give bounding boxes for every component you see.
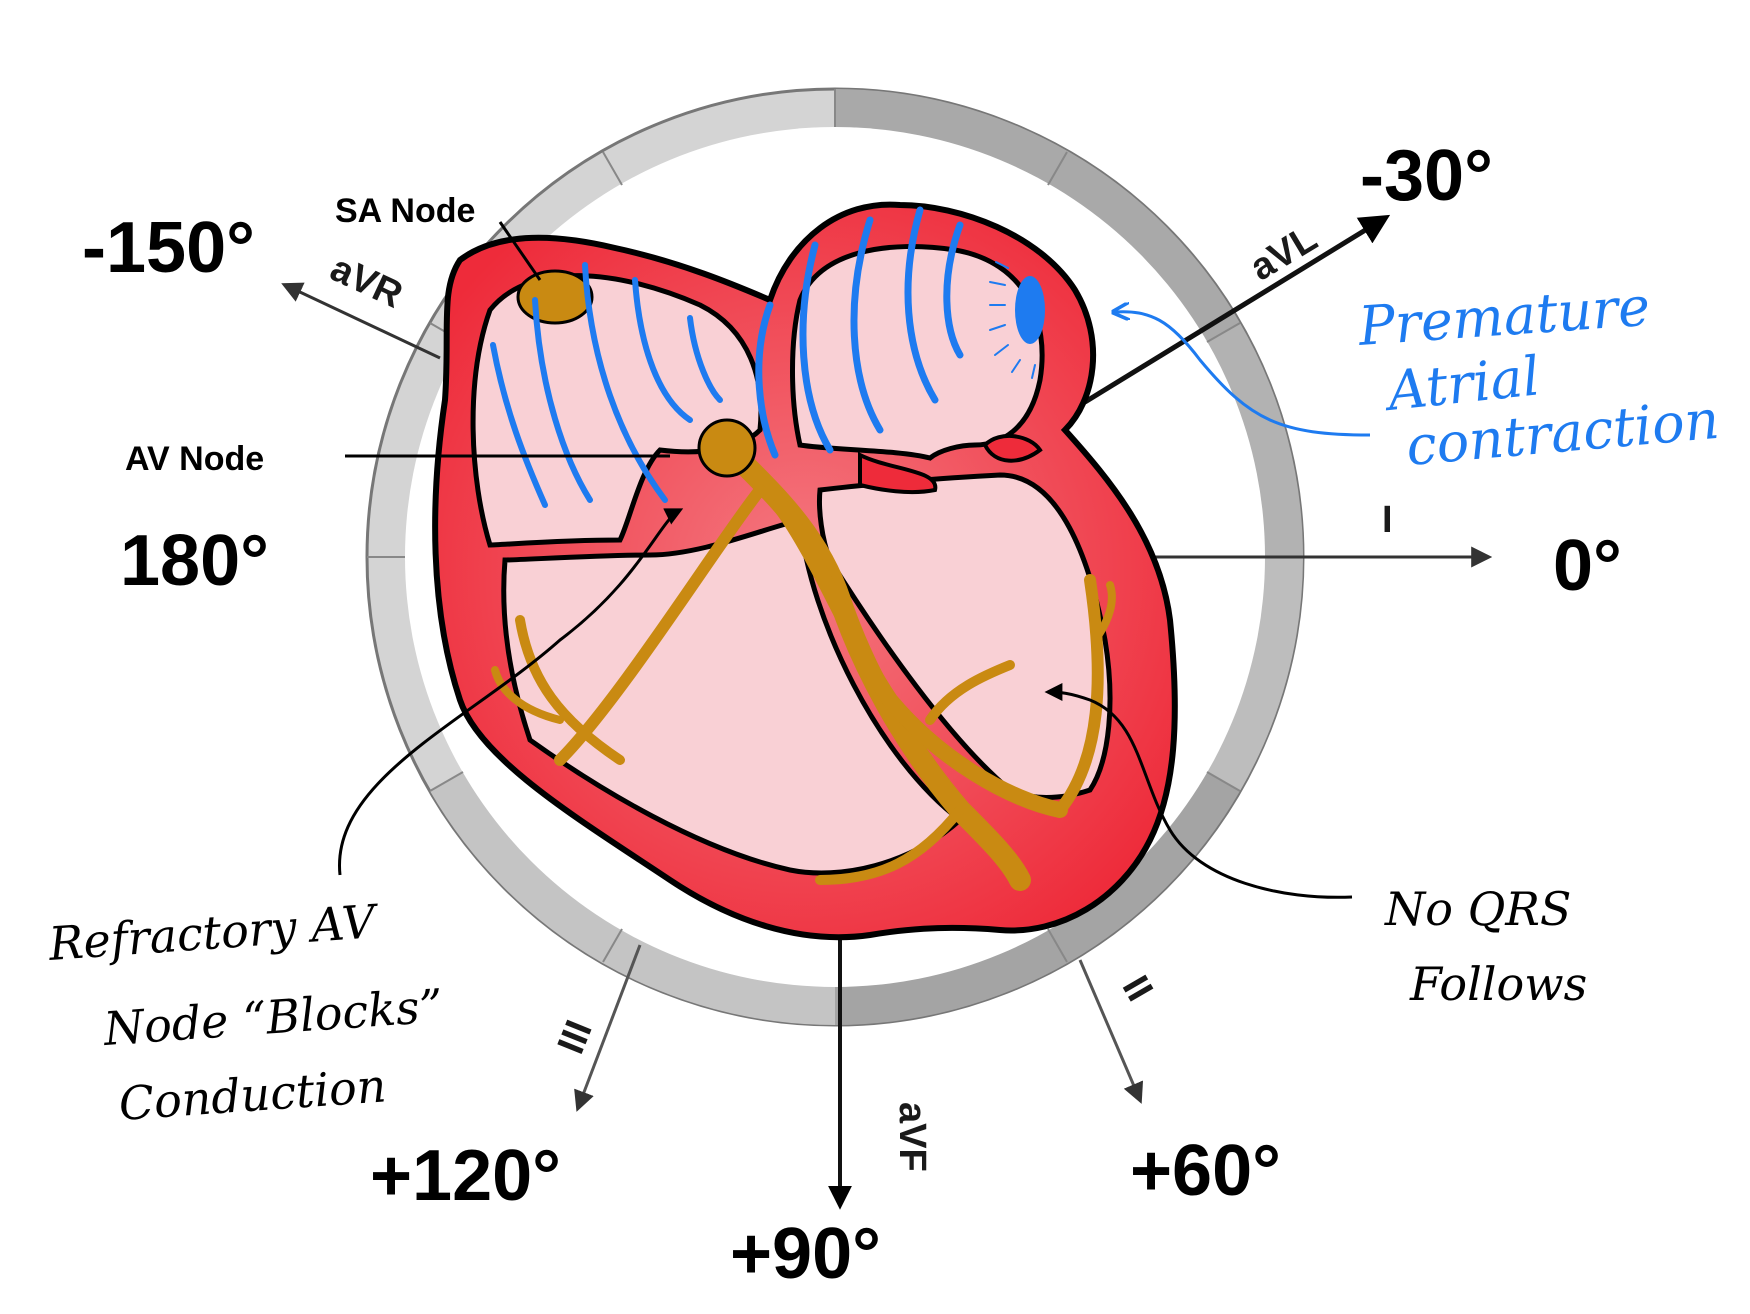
label-minus-30: -30° xyxy=(1360,136,1493,216)
av-node xyxy=(699,420,755,476)
premature-line-1: Premature xyxy=(1356,275,1652,358)
annotation-refractory: Refractory AV Node “Blocks” Conduction xyxy=(46,894,445,1131)
label-sa-node: SA Node xyxy=(335,192,475,230)
label-plus-90: +90° xyxy=(730,1214,881,1294)
refractory-line-1: Refractory AV xyxy=(46,894,382,971)
label-minus-150: -150° xyxy=(82,208,255,288)
ectopic-focus xyxy=(1015,276,1045,344)
no-qrs-line-1: No QRS xyxy=(1384,882,1571,936)
septum-flap-right xyxy=(985,436,1040,461)
refractory-line-2: Node “Blocks” xyxy=(101,978,445,1056)
label-180: 180° xyxy=(120,521,269,601)
label-plus-120: +120° xyxy=(370,1136,561,1216)
lead-label-III: III xyxy=(550,1015,601,1060)
no-qrs-line-2: Follows xyxy=(1409,957,1587,1011)
lead-label-aVF: aVF xyxy=(891,1102,933,1172)
sa-node xyxy=(518,271,592,323)
label-av-node: AV Node xyxy=(125,440,264,478)
refractory-line-3: Conduction xyxy=(117,1058,388,1131)
annotation-premature: Premature Atrial contraction xyxy=(1356,275,1722,478)
label-0: 0° xyxy=(1553,526,1622,606)
lead-label-II: II xyxy=(1114,969,1161,1008)
annotation-no-qrs: No QRS Follows xyxy=(1384,882,1587,1011)
lead-label-I: I xyxy=(1382,499,1393,541)
lead-label-aVR: aVR xyxy=(324,247,409,316)
label-plus-60: +60° xyxy=(1130,1131,1281,1211)
